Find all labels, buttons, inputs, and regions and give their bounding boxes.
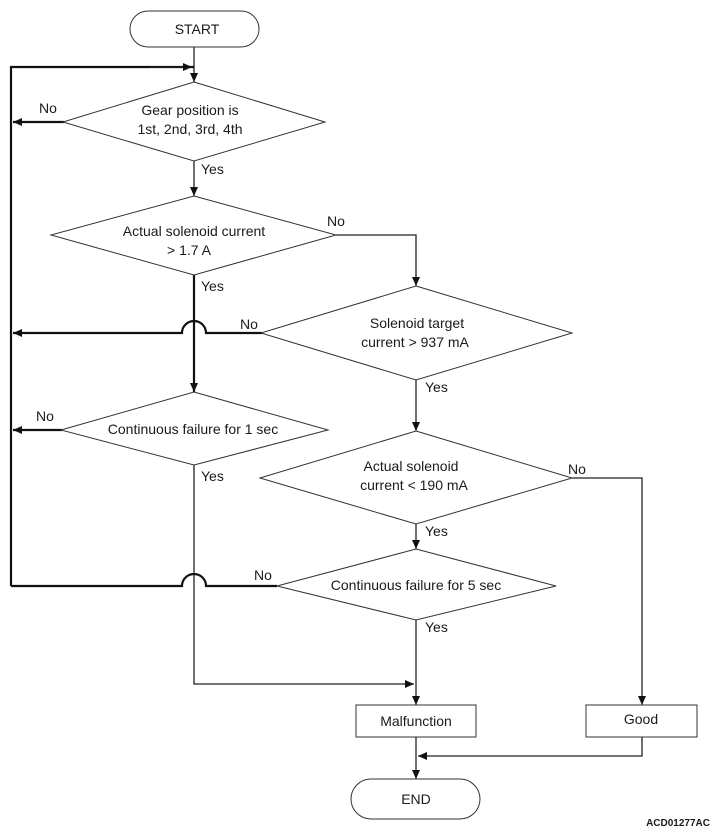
actual190-yes-label: Yes — [425, 523, 448, 539]
gear-label-line1: Gear position is — [141, 102, 238, 118]
start-label: START — [175, 21, 220, 37]
cont5-yes-label: Yes — [425, 619, 448, 635]
arrow-cont1-yes — [193, 465, 414, 688]
cont5-label: Continuous failure for 5 sec — [331, 577, 501, 593]
target-no-label: No — [240, 316, 258, 332]
decision-continuous-5sec — [276, 548, 557, 621]
arrow-target-no — [13, 319, 262, 337]
malfunction-box — [355, 704, 477, 738]
decision-continuous-1sec — [59, 391, 330, 466]
good-label: Good — [624, 711, 658, 727]
good-box — [585, 704, 698, 738]
decision-actual-current-low — [258, 430, 574, 525]
cont5-no-label: No — [254, 567, 272, 583]
arrow-actual190-no — [572, 477, 646, 705]
gear-no-label: No — [39, 100, 57, 116]
actual17-label-line2: > 1.7 A — [167, 242, 212, 258]
arrow-good-to-end — [418, 737, 643, 760]
cont1-label: Continuous failure for 1 sec — [108, 421, 278, 437]
gear-label-line2: 1st, 2nd, 3rd, 4th — [137, 121, 242, 137]
actual17-label-line1: Actual solenoid current — [123, 223, 266, 239]
actual17-yes-label: Yes — [201, 278, 224, 294]
end-label: END — [401, 791, 431, 807]
decision-gear-position — [61, 81, 327, 162]
decision-target-current — [259, 285, 574, 381]
actual190-label-line1: Actual solenoid — [364, 458, 459, 474]
arrow-actual17-no — [336, 234, 420, 286]
cont1-yes-label: Yes — [201, 468, 224, 484]
gear-yes-label: Yes — [201, 161, 224, 177]
target-yes-label: Yes — [425, 379, 448, 395]
figure-code: ACD01277AC — [646, 818, 710, 829]
end-terminal — [350, 778, 481, 820]
actual190-no-label: No — [568, 461, 586, 477]
start-terminal — [129, 10, 260, 48]
actual190-label-line2: current < 190 mA — [360, 477, 468, 493]
decision-actual-current-high — [49, 195, 338, 276]
cont1-no-label: No — [36, 408, 54, 424]
arrow-cont5-no — [11, 572, 277, 588]
target-label-line2: current > 937 mA — [361, 334, 469, 350]
loop-rail — [9, 65, 194, 586]
actual17-no-label: No — [327, 213, 345, 229]
target-label-line1: Solenoid target — [370, 315, 464, 331]
malfunction-label: Malfunction — [380, 713, 452, 729]
